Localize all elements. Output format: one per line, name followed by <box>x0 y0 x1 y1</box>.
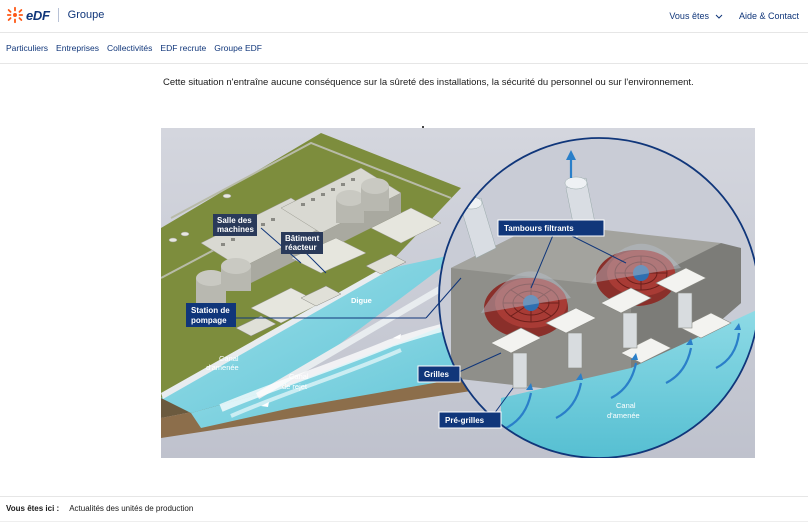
label-grilles: Grilles <box>417 365 461 383</box>
main-nav: Particuliers Entreprises Collectivités E… <box>0 33 808 64</box>
edf-logo-icon <box>6 6 24 24</box>
svg-text:de rejet: de rejet <box>282 382 308 391</box>
nav-item-groupe-edf[interactable]: Groupe EDF <box>214 43 262 53</box>
svg-text:Canal: Canal <box>616 401 636 410</box>
vous-etes-dropdown[interactable]: Vous êtes <box>669 11 723 21</box>
nav-item-edf-recrute[interactable]: EDF recrute <box>160 43 207 53</box>
svg-text:pompage: pompage <box>191 316 227 325</box>
chevron-down-icon <box>715 14 723 19</box>
breadcrumb: Vous êtes ici : Actualités des unités de… <box>0 496 808 520</box>
top-header: eDF Groupe Vous êtes Aide & Contact <box>0 0 808 33</box>
label-batiment-reacteur: Bâtiment réacteur <box>281 232 323 254</box>
svg-text:réacteur: réacteur <box>285 243 317 252</box>
top-right-menu: Vous êtes Aide & Contact <box>669 11 799 21</box>
svg-text:Digue: Digue <box>351 296 372 305</box>
breadcrumb-label: Vous êtes ici : <box>6 504 60 513</box>
cooling-water-diagram: Salle des machines Bâtiment réacteur Sta… <box>161 128 755 458</box>
aide-contact-link[interactable]: Aide & Contact <box>738 11 799 21</box>
svg-text:d'amenée: d'amenée <box>206 363 239 372</box>
group-label: Groupe <box>67 9 105 21</box>
edf-logo[interactable]: eDF Groupe <box>6 6 104 24</box>
vous-etes-label: Vous êtes <box>669 11 709 21</box>
svg-text:Pré-grilles: Pré-grilles <box>445 416 485 425</box>
svg-text:Canal: Canal <box>219 354 239 363</box>
label-pre-grilles: Pré-grilles <box>438 411 502 429</box>
label-salle-des-machines: Salle des machines <box>213 214 257 236</box>
label-station-de-pompage: Station de pompage <box>186 303 236 327</box>
article-paragraph: Cette situation n'entraîne aucune conséq… <box>163 77 694 88</box>
svg-text:d'amenée: d'amenée <box>607 411 640 420</box>
diagram-illustration: Salle des machines Bâtiment réacteur Sta… <box>161 128 755 458</box>
footer-edge <box>0 521 808 528</box>
nav-item-collectivites[interactable]: Collectivités <box>107 43 153 53</box>
breadcrumb-current[interactable]: Actualités des unités de production <box>69 504 194 513</box>
buildings-group <box>168 167 442 324</box>
nav-item-particuliers[interactable]: Particuliers <box>6 43 49 53</box>
svg-text:Tambours filtrants: Tambours filtrants <box>504 224 574 233</box>
svg-text:Grilles: Grilles <box>424 370 449 379</box>
svg-text:Station de: Station de <box>191 306 230 315</box>
svg-text:Bâtiment: Bâtiment <box>285 234 320 243</box>
label-tambours-filtrants: Tambours filtrants <box>497 219 605 237</box>
svg-text:Salle des: Salle des <box>217 216 252 225</box>
svg-text:machines: machines <box>217 225 254 234</box>
divider-mark <box>422 126 424 128</box>
logo-divider <box>57 8 59 22</box>
nav-item-entreprises[interactable]: Entreprises <box>56 43 100 53</box>
logo-text: eDF <box>26 7 50 23</box>
svg-text:Canal: Canal <box>289 372 309 381</box>
